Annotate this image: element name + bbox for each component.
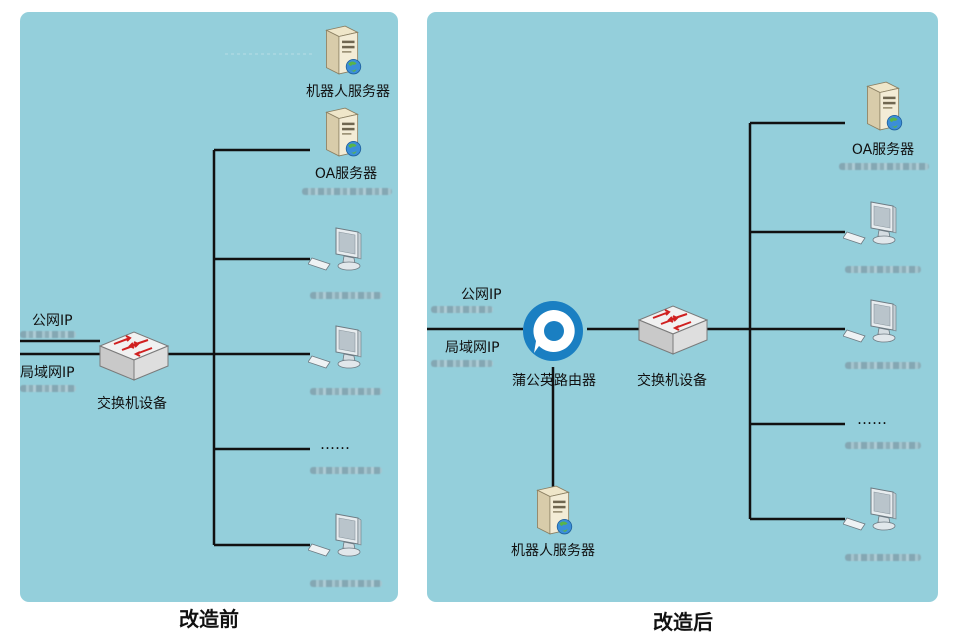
blurred-ip-text — [431, 360, 493, 367]
computer-icon — [843, 484, 903, 534]
blurred-ip-text — [310, 580, 382, 587]
blurred-ip-text — [20, 385, 76, 392]
blurred-ip-text — [845, 266, 921, 273]
computer-icon — [308, 224, 368, 274]
blurred-ip-text — [310, 467, 382, 474]
oa-server-label: OA服务器 — [851, 142, 915, 158]
computer-icon — [308, 322, 368, 372]
blurred-ip-text — [845, 554, 921, 561]
pgy-router-logo-icon — [523, 301, 583, 361]
before-connection-lines — [20, 53, 315, 547]
before-caption: 改造前 — [179, 607, 239, 631]
public-ip-label: 公网IP — [32, 313, 73, 329]
computer-icon — [843, 198, 903, 248]
lan-ip-label: 局域网IP — [20, 365, 75, 381]
server-icon — [318, 106, 364, 158]
public-ip-label: 公网IP — [461, 287, 502, 303]
blurred-ip-text — [310, 292, 382, 299]
server-icon — [318, 24, 364, 76]
after-connection-lines — [427, 121, 845, 521]
before-diagram-panel: 机器人服务器 OA服务器 …… 公网IP 局域网IP 交换机设备 — [20, 12, 398, 602]
blurred-ip-text — [839, 163, 929, 170]
more-devices-ellipsis: …… — [320, 435, 350, 453]
blurred-ip-text — [431, 306, 493, 313]
robot-server-label: 机器人服务器 — [306, 84, 390, 100]
router-label: 蒲公英路由器 — [512, 373, 596, 389]
oa-server-label: OA服务器 — [314, 166, 378, 182]
blurred-ip-text — [310, 388, 382, 395]
lan-ip-label: 局域网IP — [445, 340, 500, 356]
network-switch-icon — [635, 302, 711, 358]
computer-icon — [308, 510, 368, 560]
switch-label: 交换机设备 — [637, 373, 707, 389]
switch-label: 交换机设备 — [97, 396, 167, 412]
server-icon — [529, 484, 575, 536]
after-diagram-panel: OA服务器 …… 公网IP 局域网IP 蒲公英路由器 交换机设备 机器人服务器 — [427, 12, 938, 602]
after-caption: 改造后 — [653, 610, 713, 634]
robot-server-label: 机器人服务器 — [511, 543, 595, 559]
computer-icon — [843, 296, 903, 346]
network-switch-icon — [96, 328, 172, 384]
server-icon — [859, 80, 905, 132]
more-devices-ellipsis: …… — [857, 410, 887, 428]
blurred-ip-text — [845, 362, 921, 369]
blurred-ip-text — [845, 442, 921, 449]
blurred-ip-text — [302, 188, 392, 195]
blurred-ip-text — [20, 331, 76, 338]
